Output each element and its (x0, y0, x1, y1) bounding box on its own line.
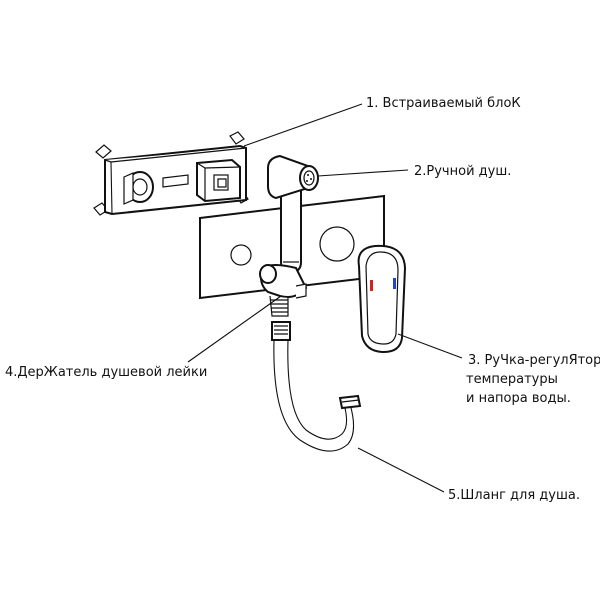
label-handle-line3: и напора воды. (466, 391, 571, 406)
hot-mark (370, 280, 373, 291)
leader-lines (187, 103, 463, 493)
label-hose: 5.Шланг для душа. (448, 488, 580, 503)
shower-hose (271, 321, 362, 452)
regulator-handle (357, 244, 407, 354)
embedded-block (93, 131, 249, 216)
label-hand-shower: 2.Ручной душ. (414, 164, 512, 179)
label-embedded-block: 1. Встраиваемый блоК (366, 96, 521, 111)
label-holder: 4.ДерЖатель душевой лейки (5, 365, 208, 380)
label-handle-line1: 3. РуЧка-регулЯтор (468, 353, 600, 368)
cold-mark (393, 278, 396, 289)
shower-holder (259, 264, 308, 317)
label-handle-line2: температуры (466, 372, 558, 387)
